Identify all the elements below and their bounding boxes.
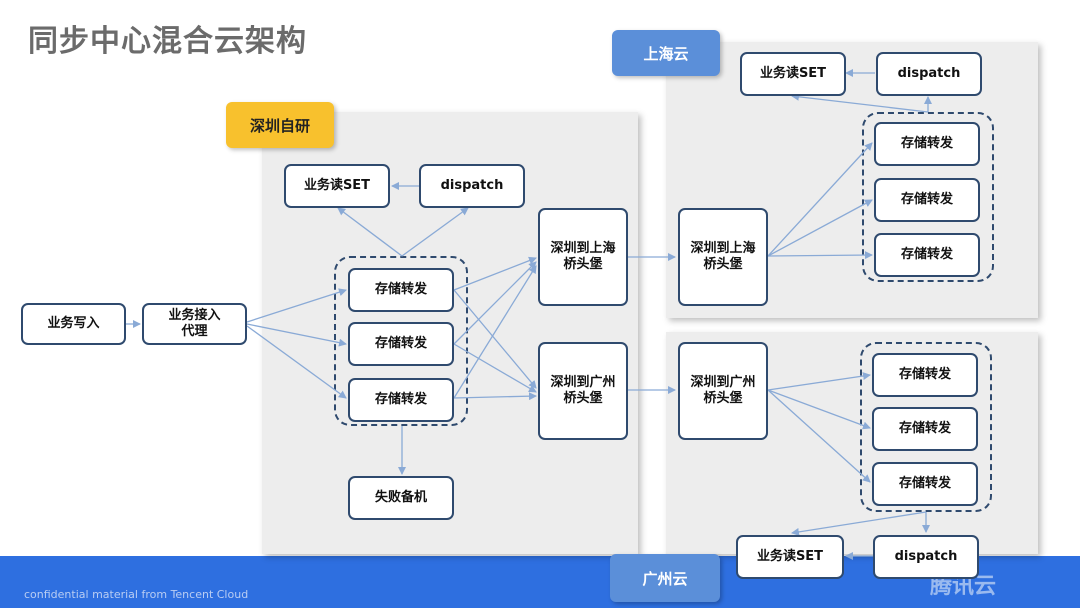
arrow-proxy-to-sz-store-3 <box>246 325 347 399</box>
arrow-proxy-to-sz-store-1 <box>246 288 347 323</box>
node-sh-bridge[interactable]: 深圳到上海 桥头堡 <box>678 208 768 306</box>
arrow-sz-store-1-to-gz-bridge <box>453 289 537 389</box>
node-biz-write[interactable]: 业务写入 <box>21 303 126 345</box>
arrow-sz-store-3-to-sh-bridge <box>453 265 537 399</box>
node-gz-bridge[interactable]: 深圳到广州 桥头堡 <box>678 342 768 440</box>
arrow-sz-group-to-read <box>337 207 403 257</box>
arrow-sh-group-to-read <box>791 92 929 113</box>
node-gz-store-3[interactable]: 存储转发 <box>872 462 978 506</box>
arrow-sz-store-2-to-gz-bridge <box>453 343 537 393</box>
node-sz-dispatch[interactable]: dispatch <box>419 164 525 208</box>
node-biz-proxy[interactable]: 业务接入 代理 <box>142 303 247 345</box>
node-sz-to-sh-bridge[interactable]: 深圳到上海 桥头堡 <box>538 208 628 306</box>
arrow-gz-bridge-to-store-1 <box>767 372 871 391</box>
node-gz-store-2[interactable]: 存储转发 <box>872 407 978 451</box>
guangzhou-store-group <box>860 342 992 512</box>
region-tag-shenzhen: 深圳自研 <box>226 102 334 148</box>
arrow-gz-bridge-to-store-2 <box>767 389 871 430</box>
arrow-proxy-to-sz-store-2 <box>246 323 347 347</box>
arrow-sz-store-3-to-gz-bridge <box>453 392 537 401</box>
region-tag-guangzhou: 广州云 <box>610 554 720 602</box>
arrow-gz-bridge-to-store-3 <box>767 389 871 483</box>
node-gz-read-set[interactable]: 业务读SET <box>736 535 844 579</box>
shanghai-store-group <box>862 112 994 282</box>
node-sz-store-2[interactable]: 存储转发 <box>348 322 454 366</box>
node-gz-dispatch[interactable]: dispatch <box>873 535 979 579</box>
node-sz-store-3[interactable]: 存储转发 <box>348 378 454 422</box>
footer-text: confidential material from Tencent Cloud <box>24 588 249 601</box>
node-sz-store-1[interactable]: 存储转发 <box>348 268 454 312</box>
node-sh-dispatch[interactable]: dispatch <box>876 52 982 96</box>
node-sh-store-3[interactable]: 存储转发 <box>874 233 980 277</box>
node-sz-to-gz-bridge[interactable]: 深圳到广州 桥头堡 <box>538 342 628 440</box>
node-sz-read-set[interactable]: 业务读SET <box>284 164 390 208</box>
arrow-sh-bridge-to-store-1 <box>767 142 873 257</box>
arrow-gz-group-to-read <box>791 511 927 536</box>
node-sh-store-1[interactable]: 存储转发 <box>874 122 980 166</box>
node-sz-fail-backup[interactable]: 失败备机 <box>348 476 454 520</box>
node-sh-store-2[interactable]: 存储转发 <box>874 178 980 222</box>
shenzhen-store-group <box>334 256 468 426</box>
region-tag-shanghai: 上海云 <box>612 30 720 76</box>
arrow-sh-bridge-to-store-2 <box>767 199 873 257</box>
arrow-sz-store-2-to-sh-bridge <box>453 261 537 345</box>
page-title: 同步中心混合云架构 <box>28 24 307 59</box>
arrow-sz-store-1-to-sh-bridge <box>453 256 537 291</box>
arrow-sz-group-to-dispatch <box>401 207 469 257</box>
node-gz-store-1[interactable]: 存储转发 <box>872 353 978 397</box>
node-sh-read-set[interactable]: 业务读SET <box>740 52 846 96</box>
arrow-sh-bridge-to-store-3 <box>767 251 873 260</box>
